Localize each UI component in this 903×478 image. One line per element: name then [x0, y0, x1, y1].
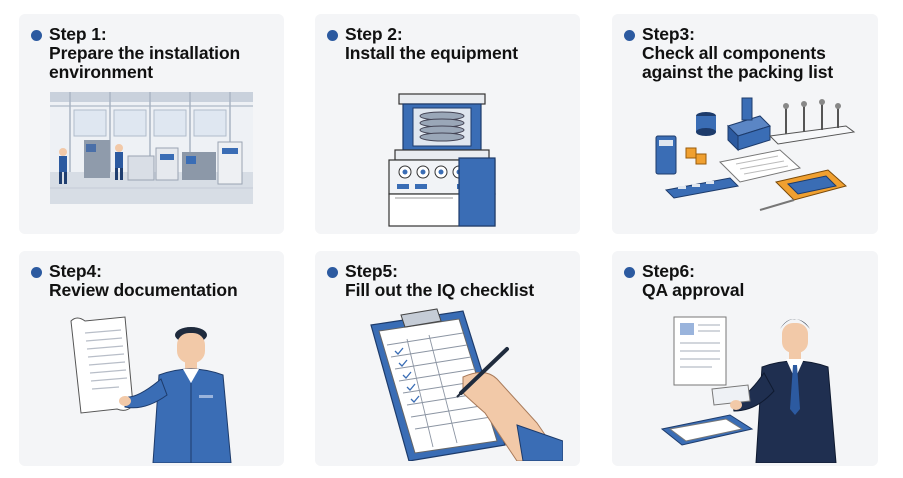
bullet-dot-icon [624, 30, 635, 41]
step-2-title-line-1: Install the equipment [345, 43, 518, 63]
step-5-label: Step5: [345, 261, 398, 281]
bullet-dot-icon [624, 267, 635, 278]
clipboard-checklist-illustration [367, 305, 563, 461]
step-3-title-line-2: against the packing list [642, 62, 834, 82]
step-1-title-line-1: Prepare the installation [49, 43, 241, 63]
bullet-dot-icon [327, 30, 338, 41]
bullet-dot-icon [327, 267, 338, 278]
step-card-5: Step5: Fill out the IQ checklist [315, 251, 580, 466]
step-5-title-line-1: Fill out the IQ checklist [345, 280, 535, 300]
step-card-4: Step4: Review documentation [19, 251, 284, 466]
qa-manager-approval-illustration [660, 311, 860, 463]
step-4-title-line-1: Review documentation [49, 280, 238, 300]
step-1-label: Step 1: [49, 24, 107, 44]
engineer-reading-document-illustration [67, 313, 239, 463]
step-6-heading: Step6: QA approval [624, 262, 744, 300]
bullet-dot-icon [31, 267, 42, 278]
step-2-label: Step 2: [345, 24, 403, 44]
step-card-3: Step3: Check all components against the … [612, 14, 878, 234]
tablet-press-machine-illustration [383, 92, 501, 230]
step-card-6: Step6: QA approval [612, 251, 878, 466]
step-6-title-line-1: QA approval [642, 280, 745, 300]
step-4-label: Step4: [49, 261, 102, 281]
step-4-heading: Step4: Review documentation [31, 262, 238, 300]
step-3-label: Step3: [642, 24, 695, 44]
step-3-title-line-1: Check all components [642, 43, 826, 63]
factory-floor-illustration [50, 92, 253, 204]
step-6-label: Step6: [642, 261, 695, 281]
components-layout-illustration [650, 86, 860, 218]
step-card-1: Step 1: Prepare the installation environ… [19, 14, 284, 234]
step-2-heading: Step 2: Install the equipment [327, 25, 518, 63]
bullet-dot-icon [31, 30, 42, 41]
step-card-2: Step 2: Install the equipment [315, 14, 580, 234]
step-1-heading: Step 1: Prepare the installation environ… [31, 25, 240, 82]
step-1-title-line-2: environment [49, 62, 153, 82]
step-3-heading: Step3: Check all components against the … [624, 25, 833, 82]
step-5-heading: Step5: Fill out the IQ checklist [327, 262, 534, 300]
